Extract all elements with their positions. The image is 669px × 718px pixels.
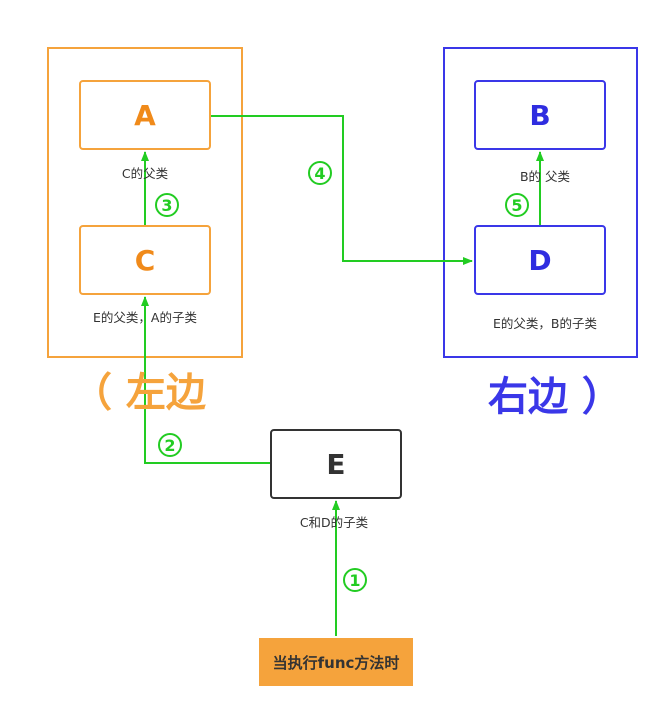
right-group-box xyxy=(443,47,638,358)
node-e: E xyxy=(270,429,402,499)
node-e-label: E xyxy=(326,447,346,481)
step-4-marker: 4 xyxy=(308,161,332,185)
node-d-caption: E的父类，B的子类 xyxy=(493,316,597,331)
node-c-label: C xyxy=(134,243,156,277)
node-a: A xyxy=(79,80,211,150)
step-1-marker: 1 xyxy=(343,568,367,592)
node-a-caption: C的父类 xyxy=(121,166,169,181)
node-a-label: A xyxy=(134,98,156,132)
step-3-number: 3 xyxy=(161,196,172,215)
node-b-label: B xyxy=(529,98,551,132)
node-d-label: D xyxy=(528,243,552,277)
arrow-e-to-c xyxy=(141,296,270,464)
step-1-number: 1 xyxy=(349,571,360,590)
step-5-marker: 5 xyxy=(505,193,529,217)
node-e-caption: C和D的子类 xyxy=(299,515,369,530)
start-label: 当执行func方法时 xyxy=(272,653,400,672)
step-2-number: 2 xyxy=(164,436,175,455)
step-3-marker: 3 xyxy=(155,193,179,217)
right-group-label: 右边 ） xyxy=(488,374,622,420)
node-c: C xyxy=(79,225,211,295)
start-box: 当执行func方法时 xyxy=(259,638,413,686)
step-2-marker: 2 xyxy=(158,433,182,457)
arrow-a-to-d xyxy=(211,115,473,265)
node-c-caption: E的父类，A的子类 xyxy=(93,310,197,325)
node-b: B xyxy=(474,80,606,150)
node-d: D xyxy=(474,225,606,295)
step-5-number: 5 xyxy=(511,196,522,215)
node-b-caption: B的 父类 xyxy=(519,169,571,184)
left-group-label: （ 左边 xyxy=(72,370,206,416)
step-4-number: 4 xyxy=(314,164,325,183)
